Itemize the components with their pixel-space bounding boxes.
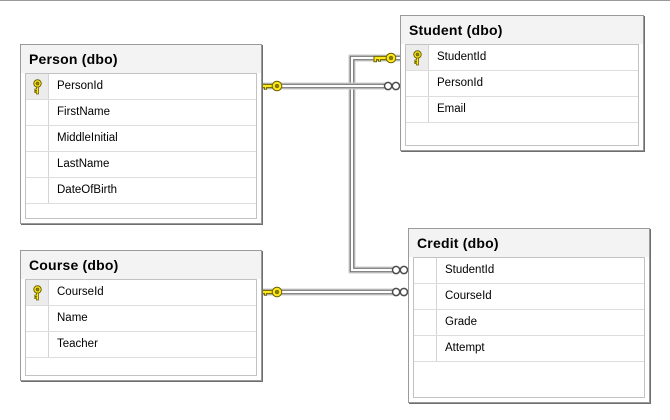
column-grid: PersonId FirstName MiddleInitial LastNam… xyxy=(25,73,257,219)
column-row[interactable]: Email xyxy=(406,97,638,123)
column-name: CourseId xyxy=(445,290,492,302)
column-name: Grade xyxy=(445,316,477,328)
column-grid: StudentId PersonId Email xyxy=(405,44,639,146)
column-name: FirstName xyxy=(57,106,111,118)
column-name: PersonId xyxy=(437,77,484,89)
table-title[interactable]: Student (dbo) xyxy=(401,16,643,44)
row-header-cell xyxy=(26,178,49,203)
infinity-many-end-icon xyxy=(391,265,409,275)
top-edge-line xyxy=(0,0,670,1)
relationship-person-student[interactable] xyxy=(259,80,401,92)
table-title[interactable]: Course (dbo) xyxy=(21,251,261,279)
column-name: Teacher xyxy=(57,338,98,350)
column-row[interactable]: CourseId xyxy=(26,280,256,306)
row-header-cell xyxy=(414,258,437,283)
column-name: MiddleInitial xyxy=(57,132,118,144)
relationship-student-credit[interactable] xyxy=(348,52,409,275)
column-name: StudentId xyxy=(445,264,495,276)
table-credit[interactable]: Credit (dbo) StudentId CourseId Grade At… xyxy=(408,228,650,403)
column-row[interactable]: DateOfBirth xyxy=(26,178,256,204)
row-header-cell xyxy=(406,97,429,122)
relationship-course-credit[interactable] xyxy=(259,286,409,298)
primary-key-icon xyxy=(26,280,49,305)
column-name: Name xyxy=(57,312,88,324)
column-row[interactable]: FirstName xyxy=(26,100,256,126)
column-grid: CourseId Name Teacher xyxy=(25,279,257,376)
row-header-cell xyxy=(26,100,49,125)
column-row[interactable]: Grade xyxy=(414,310,644,336)
table-person[interactable]: Person (dbo) PersonId FirstName MiddleIn… xyxy=(20,44,262,224)
row-header-cell xyxy=(414,284,437,309)
table-student[interactable]: Student (dbo) StudentId PersonId Email xyxy=(400,15,644,151)
table-title[interactable]: Credit (dbo) xyxy=(409,229,649,257)
table-course[interactable]: Course (dbo) CourseId Name Teacher xyxy=(20,250,262,381)
column-name: Attempt xyxy=(445,342,485,354)
column-row[interactable]: Name xyxy=(26,306,256,332)
column-row[interactable]: CourseId xyxy=(414,284,644,310)
infinity-many-end-icon xyxy=(383,81,401,91)
row-header-cell xyxy=(26,306,49,331)
row-header-cell xyxy=(414,336,437,361)
column-grid: StudentId CourseId Grade Attempt xyxy=(413,257,645,398)
column-row[interactable]: PersonId xyxy=(406,71,638,97)
column-name: DateOfBirth xyxy=(57,184,118,196)
row-header-cell xyxy=(26,152,49,177)
column-name: LastName xyxy=(57,158,110,170)
column-row[interactable]: StudentId xyxy=(414,258,644,284)
column-row[interactable]: LastName xyxy=(26,152,256,178)
column-row[interactable]: StudentId xyxy=(406,45,638,71)
table-title[interactable]: Person (dbo) xyxy=(21,45,261,73)
column-row[interactable]: Attempt xyxy=(414,336,644,362)
column-row[interactable]: PersonId xyxy=(26,74,256,100)
column-row[interactable]: Teacher xyxy=(26,332,256,358)
primary-key-icon xyxy=(26,74,49,99)
row-header-cell xyxy=(26,126,49,151)
column-row[interactable]: MiddleInitial xyxy=(26,126,256,152)
column-name: Email xyxy=(437,103,466,115)
infinity-many-end-icon xyxy=(391,287,409,297)
column-name: CourseId xyxy=(57,286,104,298)
column-name: PersonId xyxy=(57,80,104,92)
row-header-cell xyxy=(406,71,429,96)
column-name: StudentId xyxy=(437,51,487,63)
row-header-cell xyxy=(26,332,49,357)
row-header-cell xyxy=(414,310,437,335)
primary-key-icon xyxy=(406,45,429,70)
